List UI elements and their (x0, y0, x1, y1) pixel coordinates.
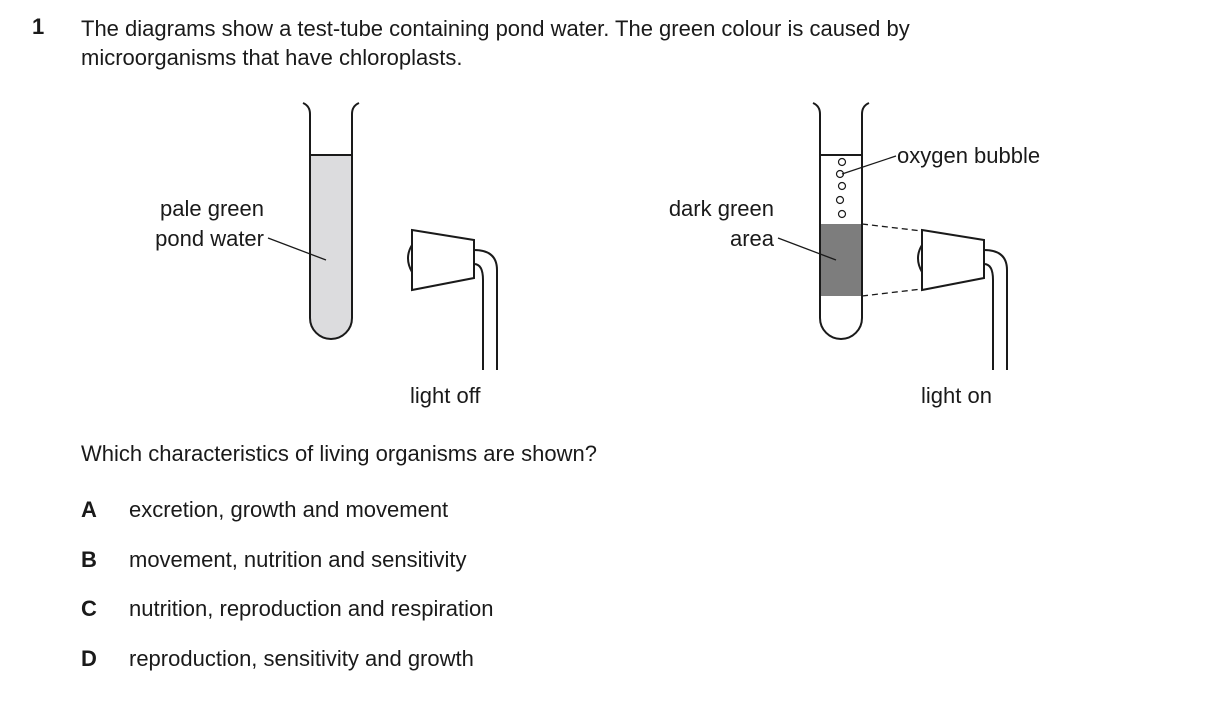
left-label-line-2: pond water (155, 226, 264, 251)
right-lamp-icon (917, 228, 1008, 370)
stem-line-2: microorganisms that have chloroplasts. (81, 45, 463, 70)
right-label-pointer (777, 237, 837, 261)
option-text: excretion, growth and movement (129, 497, 449, 522)
right-label-line-1: dark green (668, 196, 774, 221)
oxygen-bubbles (835, 157, 847, 219)
option-text: nutrition, reproduction and respiration (129, 596, 494, 621)
left-tube-water (310, 155, 352, 339)
bubble (837, 181, 847, 191)
bubble (837, 157, 847, 167)
option-text: movement, nutrition and sensitivity (129, 547, 467, 572)
left-label-pointer (267, 237, 327, 261)
right-dark-green-area (820, 224, 862, 296)
right-lamp-shade (921, 228, 985, 292)
left-tube-outline (302, 102, 360, 340)
option-letter: A (81, 497, 97, 522)
question-number: 1 (32, 14, 45, 39)
light-beam (861, 223, 923, 297)
experiment-diagram (267, 102, 1008, 370)
option-letter: B (81, 547, 97, 572)
right-lamp-stand (983, 249, 1008, 370)
left-label-line-1: pale green (160, 196, 264, 221)
stem-line-1: The diagrams show a test-tube containing… (81, 16, 910, 41)
option-text: reproduction, sensitivity and growth (129, 646, 474, 671)
bubble (837, 209, 847, 219)
right-label-line-2: area (729, 226, 774, 251)
left-water-label: pale green pond water (140, 194, 264, 254)
right-tube-outline (812, 102, 870, 340)
left-test-tube (302, 102, 360, 340)
option-letter: D (81, 646, 97, 671)
right-lamp-bulb (917, 244, 923, 273)
question-stem: The diagrams show a test-tube containing… (81, 14, 1131, 72)
bubble-label-pointer (841, 155, 897, 175)
left-caption: light off (410, 383, 481, 408)
right-caption: light on (921, 383, 992, 408)
left-lamp-shade (411, 228, 475, 292)
bubble (835, 195, 845, 205)
right-tube-water (820, 296, 862, 339)
light-beam-top (861, 223, 923, 232)
right-test-tube (812, 102, 870, 340)
oxygen-bubble-label: oxygen bubble (897, 143, 1041, 168)
left-lamp-bulb (407, 244, 413, 273)
question-prompt: Which characteristics of living organism… (81, 441, 597, 466)
option-letter: C (81, 596, 97, 621)
light-beam-bottom (861, 288, 923, 297)
left-lamp-stand (473, 249, 498, 370)
right-area-label: dark green area (650, 194, 774, 254)
left-lamp-icon (407, 228, 498, 370)
